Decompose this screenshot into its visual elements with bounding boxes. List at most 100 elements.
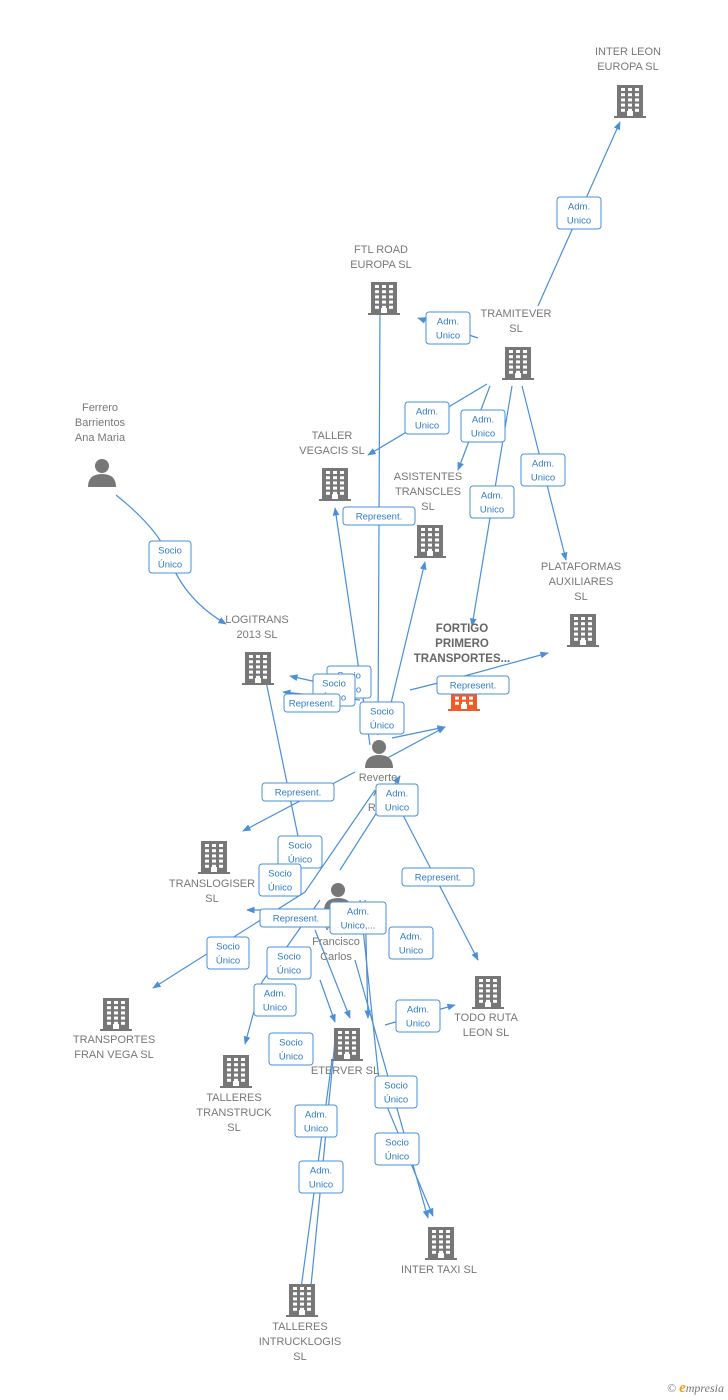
node-label-line: SL	[293, 1351, 306, 1363]
relation-box	[404, 401, 450, 435]
relation-text: Adm.	[305, 1110, 327, 1121]
node-label-line: INTER TAXI SL	[401, 1264, 477, 1276]
node-label-line: Reverte	[359, 772, 398, 784]
relation-label-3[interactable]: Adm. Unico	[404, 401, 450, 435]
relation-text: Socio	[288, 841, 312, 852]
relation-label-6[interactable]: Adm.Unico	[520, 453, 566, 487]
node-label-line: FORTIGO	[436, 623, 488, 635]
relation-box	[261, 782, 335, 802]
relation-label-8[interactable]: Represent.	[342, 506, 416, 526]
relation-text: Adm.	[568, 202, 590, 213]
relation-label-14[interactable]: Represent.	[261, 782, 335, 802]
relation-label-25[interactable]: Adm.Unico	[395, 999, 441, 1033]
node-label-line: LEON SL	[463, 1027, 509, 1039]
relation-box	[520, 453, 566, 487]
relation-edge-24	[314, 929, 351, 1019]
node-label: INTER TAXI SL	[401, 1264, 477, 1276]
relation-label-24[interactable]: Adm.Unico	[253, 983, 297, 1017]
relation-label-16[interactable]: Adm.Unico	[375, 783, 419, 817]
relation-box	[374, 1075, 418, 1109]
node-label-line: TALLERES	[206, 1092, 261, 1104]
node-label: ETERVER SL	[311, 1065, 379, 1077]
relation-box	[268, 1032, 314, 1066]
relation-label-18[interactable]: Represent.	[401, 867, 475, 887]
relation-label-29[interactable]: Adm.Unico	[298, 1160, 344, 1194]
node-label-line: TALLER	[312, 430, 353, 442]
relation-box	[294, 1104, 338, 1138]
relation-text: Único	[279, 1052, 303, 1063]
relation-text: Socio	[277, 952, 301, 963]
relation-text: Socio	[279, 1038, 303, 1049]
relation-box	[401, 867, 475, 887]
relation-label-20[interactable]: Adm.Unico,...	[329, 901, 387, 935]
relation-text: Adm.	[437, 317, 459, 328]
building-icon	[414, 525, 446, 558]
relation-text: Único	[268, 883, 292, 894]
relation-text: Represent.	[356, 512, 402, 523]
relation-text: Represent.	[415, 873, 461, 884]
node-inter-taxi[interactable]: INTER TAXI SL	[401, 1227, 477, 1276]
relation-box	[298, 1160, 344, 1194]
building-icon	[502, 347, 534, 380]
relation-label-1[interactable]: Adm.Unico	[556, 196, 602, 230]
relation-text: Unico	[263, 1003, 287, 1014]
relation-text: Adm.	[416, 407, 438, 418]
relation-label-28[interactable]: Adm. Unico	[294, 1104, 338, 1138]
relation-label-19[interactable]: Represent.	[259, 908, 333, 928]
relation-box	[374, 1132, 420, 1166]
person-icon	[88, 459, 116, 487]
node-eterver[interactable]: ETERVER SL	[311, 1028, 379, 1077]
relation-text: Socio	[322, 679, 346, 690]
node-label-line: FTL ROAD	[354, 244, 408, 256]
node-label-line: EUROPA SL	[350, 259, 412, 271]
node-label-line: ETERVER SL	[311, 1065, 379, 1077]
relation-label-2[interactable]: Adm.Unico	[425, 311, 471, 345]
building-icon	[198, 841, 230, 874]
node-label-line: Ana Maria	[75, 432, 126, 444]
relation-text: Unico	[309, 1180, 333, 1191]
relation-text: Unico	[471, 429, 495, 440]
relation-label-12[interactable]: Represent.	[283, 693, 341, 713]
relation-label-13[interactable]: Represent.	[436, 675, 510, 695]
node-ftl-road[interactable]: FTL ROAD EUROPA SL	[350, 244, 412, 315]
node-label-line: AUXILIARES	[549, 576, 614, 588]
node-label-line: TALLERES	[272, 1321, 327, 1333]
relation-text: Unico	[415, 421, 439, 432]
node-label-line: Barrientos	[75, 417, 126, 429]
node-label-line: INTER LEON	[595, 46, 661, 58]
node-label-line: TRANSCLES	[395, 486, 461, 498]
relation-label-5[interactable]: Adm.Unico	[469, 485, 515, 519]
relation-labels: Adm.UnicoAdm.UnicoAdm.UnicoAdm.UnicoAdm.…	[148, 196, 602, 1194]
relation-text: Unico,...	[341, 921, 376, 932]
relation-label-22[interactable]: Adm.Unico	[388, 926, 434, 960]
relation-text: Unico	[304, 1124, 328, 1135]
relation-label-4[interactable]: Adm.Unico	[460, 409, 506, 443]
building-icon	[242, 652, 274, 685]
relation-text: Único	[385, 1152, 409, 1163]
